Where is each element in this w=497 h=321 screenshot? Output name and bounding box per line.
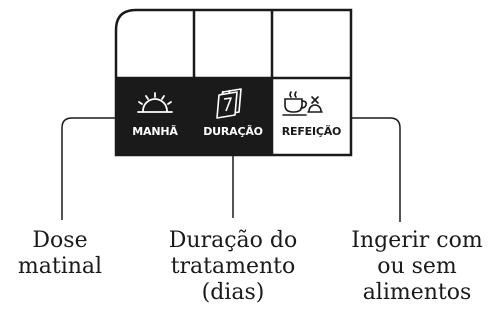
description-duracao: Duração do tratamento (dias) bbox=[158, 228, 308, 306]
calendar-icon bbox=[216, 88, 242, 119]
description-refeicao-line-2: ou sem bbox=[377, 254, 457, 279]
connector-refeicao bbox=[351, 117, 401, 222]
description-manha: Dose matinal bbox=[5, 228, 115, 280]
description-duracao-line-3: (dias) bbox=[201, 280, 265, 305]
description-refeicao: Ingerir com ou sem alimentos bbox=[340, 228, 494, 306]
description-refeicao-line-1: Ingerir com bbox=[351, 228, 483, 253]
cell-manha-bg bbox=[116, 78, 194, 155]
label-manha: MANHÃ bbox=[132, 125, 178, 138]
description-refeicao-line-3: alimentos bbox=[362, 280, 472, 305]
label-duracao: DURAÇÃO bbox=[203, 125, 263, 138]
description-duracao-line-1: Duração do bbox=[168, 228, 298, 253]
description-manha-line-1: Dose bbox=[32, 228, 88, 253]
sunrise-icon bbox=[137, 92, 173, 113]
meal-icon bbox=[282, 91, 323, 116]
description-duracao-line-2: tratamento bbox=[170, 254, 296, 279]
description-manha-line-2: matinal bbox=[17, 254, 103, 279]
label-refeicao: REFEIÇÃO bbox=[281, 125, 342, 138]
connector-manha bbox=[61, 117, 116, 220]
cell-refeicao-bg bbox=[273, 79, 350, 154]
